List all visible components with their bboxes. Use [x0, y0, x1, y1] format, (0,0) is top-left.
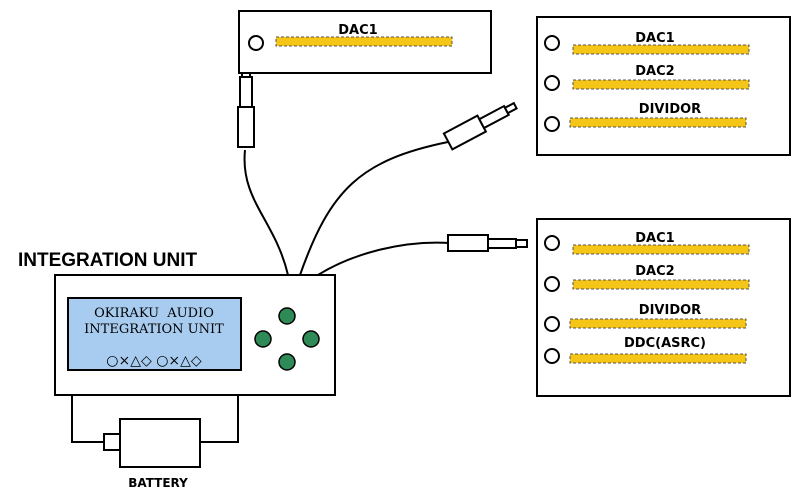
slot-bar: [569, 318, 747, 329]
cables: [71, 141, 451, 443]
cable-to-right-bottom-box: [317, 241, 451, 276]
slot-label-dividor: DIVIDOR: [639, 303, 701, 318]
cable-to-right-top-box: [299, 141, 449, 276]
indicator-circle: [544, 235, 560, 251]
indicator-circle: [544, 348, 560, 364]
slot-label-dac2: DAC2: [635, 64, 674, 79]
slot-label-dac1: DAC1: [338, 23, 377, 38]
box-right-bottom: DAC1 DAC2 DIVIDOR DDC(ASRC): [536, 218, 791, 397]
slot-bar: [275, 36, 453, 47]
integration-unit: OKIRAKU AUDIO INTEGRATION UNIT ○×△◇ ○×△◇: [54, 274, 336, 396]
lcd-line2: INTEGRATION UNIT: [84, 322, 224, 337]
battery-wire-right: [200, 395, 239, 443]
lcd-line3: ○×△◇ ○×△◇: [106, 353, 202, 369]
box-right-top: DAC1 DAC2 DIVIDOR: [536, 16, 791, 156]
indicator-circle: [248, 35, 264, 51]
plug-top: [237, 66, 255, 148]
indicator-circle: [544, 75, 560, 91]
plug-right-bottom: [447, 234, 528, 252]
lcd-display: [67, 297, 242, 371]
slot-label-dividor: DIVIDOR: [639, 102, 701, 117]
slot-label-dac1: DAC1: [635, 231, 674, 246]
integration-unit-title: INTEGRATION UNIT: [18, 250, 197, 271]
slot-bar: [572, 44, 750, 55]
button-up[interactable]: [278, 307, 296, 325]
button-left[interactable]: [254, 330, 272, 348]
plug-right-top: [442, 101, 518, 151]
indicator-circle: [544, 116, 560, 132]
battery-body: [119, 418, 201, 468]
lcd-line1: OKIRAKU AUDIO: [94, 306, 214, 321]
button-down[interactable]: [278, 353, 296, 371]
indicator-circle: [544, 35, 560, 51]
slot-bar: [569, 117, 747, 128]
battery-wire-left: [71, 395, 104, 443]
battery: BATTERY: [103, 418, 201, 490]
cable-to-top-box: [243, 149, 289, 276]
slot-label-ddc-asrc: DDC(ASRC): [624, 336, 706, 351]
battery-label: BATTERY: [128, 476, 188, 490]
slot-bar: [572, 244, 750, 255]
slot-bar: [572, 279, 750, 290]
button-right[interactable]: [302, 330, 320, 348]
box-top: DAC1: [238, 10, 492, 74]
slot-bar: [569, 353, 747, 364]
slot-bar: [572, 79, 750, 90]
battery-terminal: [103, 433, 121, 451]
slot-label-dac2: DAC2: [635, 264, 674, 279]
indicator-circle: [544, 276, 560, 292]
slot-label-dac1: DAC1: [635, 31, 674, 46]
indicator-circle: [544, 316, 560, 332]
